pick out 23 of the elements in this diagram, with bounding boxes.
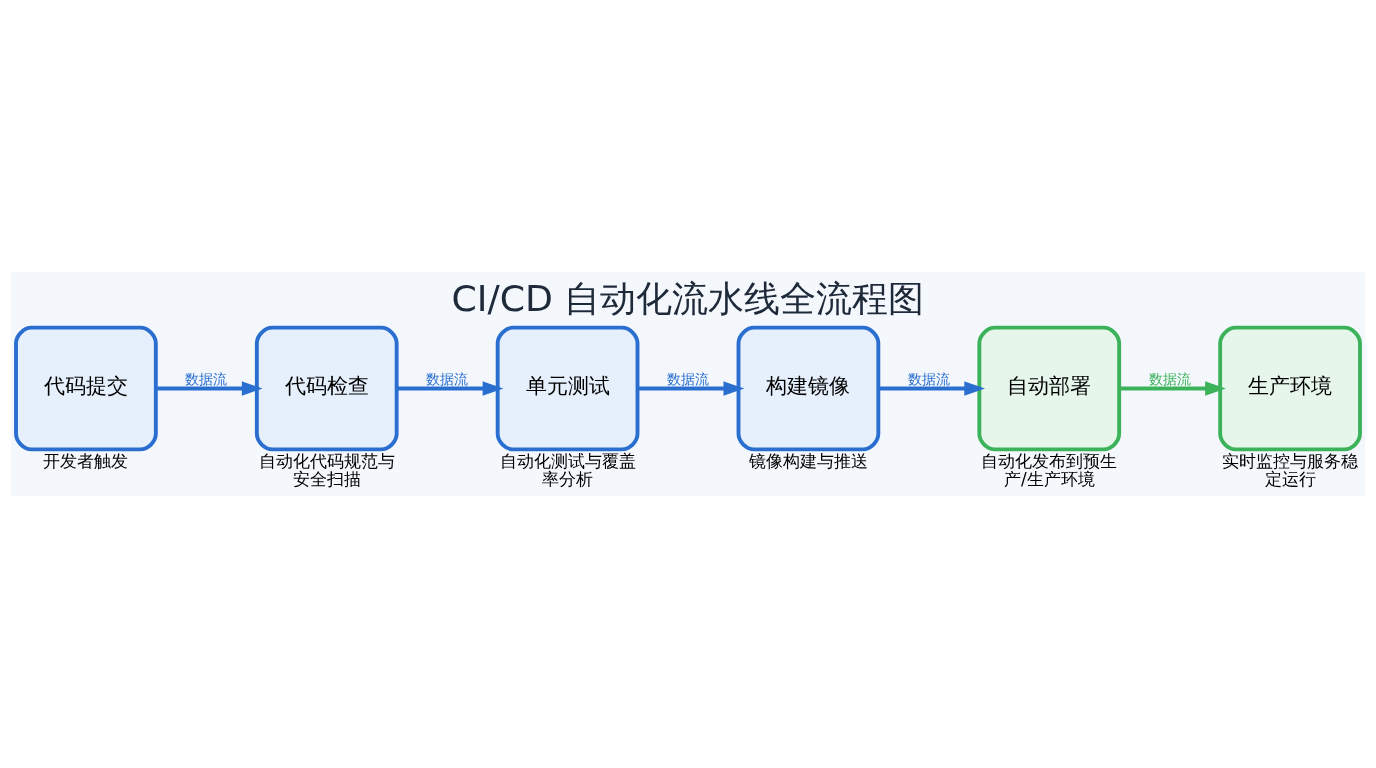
node-box: 自动部署: [977, 325, 1122, 452]
edge-label: 数据流: [185, 371, 228, 388]
edge-label: 数据流: [667, 371, 709, 388]
edge-label: 数据流: [426, 371, 469, 388]
arrow: [878, 381, 986, 396]
arrow: [156, 381, 263, 396]
node-label: 自动化代码规范与安全扫描: [258, 450, 395, 489]
arrow: [396, 381, 504, 396]
node-box: 生产环境: [1218, 325, 1362, 452]
edge-label: 数据流: [907, 371, 950, 388]
node-box: 代码检查: [254, 325, 399, 452]
node-label: 镜像构建与推送: [748, 450, 868, 471]
node-label: 自动化测试与覆盖率分析: [499, 450, 636, 489]
node-label: 自动化发布到预生产/生产环境: [981, 450, 1118, 489]
edge-label: 数据流: [1148, 371, 1191, 388]
diagram-title: CI/CD 自动化流水线全流程图: [451, 277, 925, 321]
node-label: 开发者触发: [43, 450, 129, 471]
node-box: 单元测试: [495, 325, 640, 452]
arrow: [1119, 381, 1226, 396]
node-box: 代码提交: [14, 325, 158, 452]
arrow: [637, 381, 745, 396]
node-label: 实时监控与服务稳定运行: [1222, 450, 1359, 489]
node-box: 构建镜像: [736, 325, 881, 452]
